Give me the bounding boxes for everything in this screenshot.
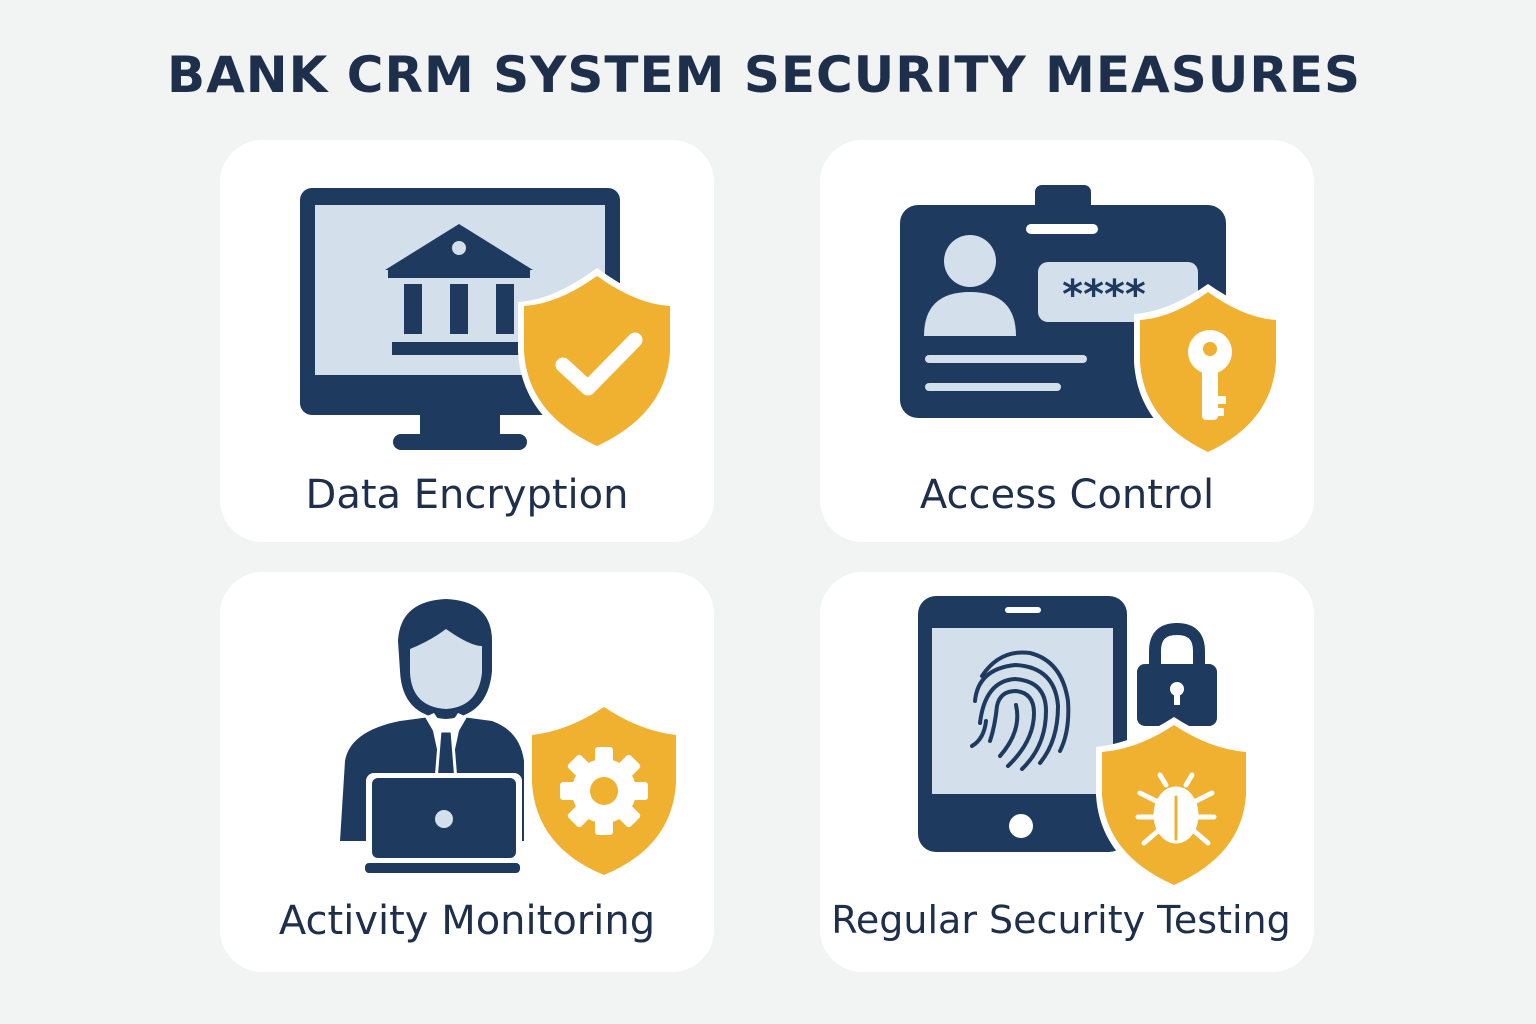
id-badge-shield-icon: **** xyxy=(900,185,1282,460)
page-title: BANK CRM SYSTEM SECURITY MEASURES xyxy=(167,46,1361,104)
monitor-bank-shield-icon xyxy=(300,188,676,454)
card-label: Data Encryption xyxy=(305,472,629,518)
gear-icon xyxy=(560,747,648,835)
card-regular-security-testing: Regular Security Testing xyxy=(820,572,1314,972)
card-label: Regular Security Testing xyxy=(831,898,1291,942)
card-data-encryption: Data Encryption xyxy=(220,140,714,542)
bug-icon xyxy=(1135,772,1217,846)
person-laptop-shield-icon xyxy=(340,599,676,875)
card-label: Access Control xyxy=(919,472,1215,518)
check-icon xyxy=(555,332,643,396)
card-activity-monitoring: Activity Monitoring xyxy=(220,572,714,972)
password-mask: **** xyxy=(1062,272,1146,318)
card-access-control: **** Access Control xyxy=(820,140,1314,542)
tablet-lock-shield-icon xyxy=(918,596,1252,893)
card-label: Activity Monitoring xyxy=(278,898,656,944)
fingerprint-icon xyxy=(970,650,1071,771)
